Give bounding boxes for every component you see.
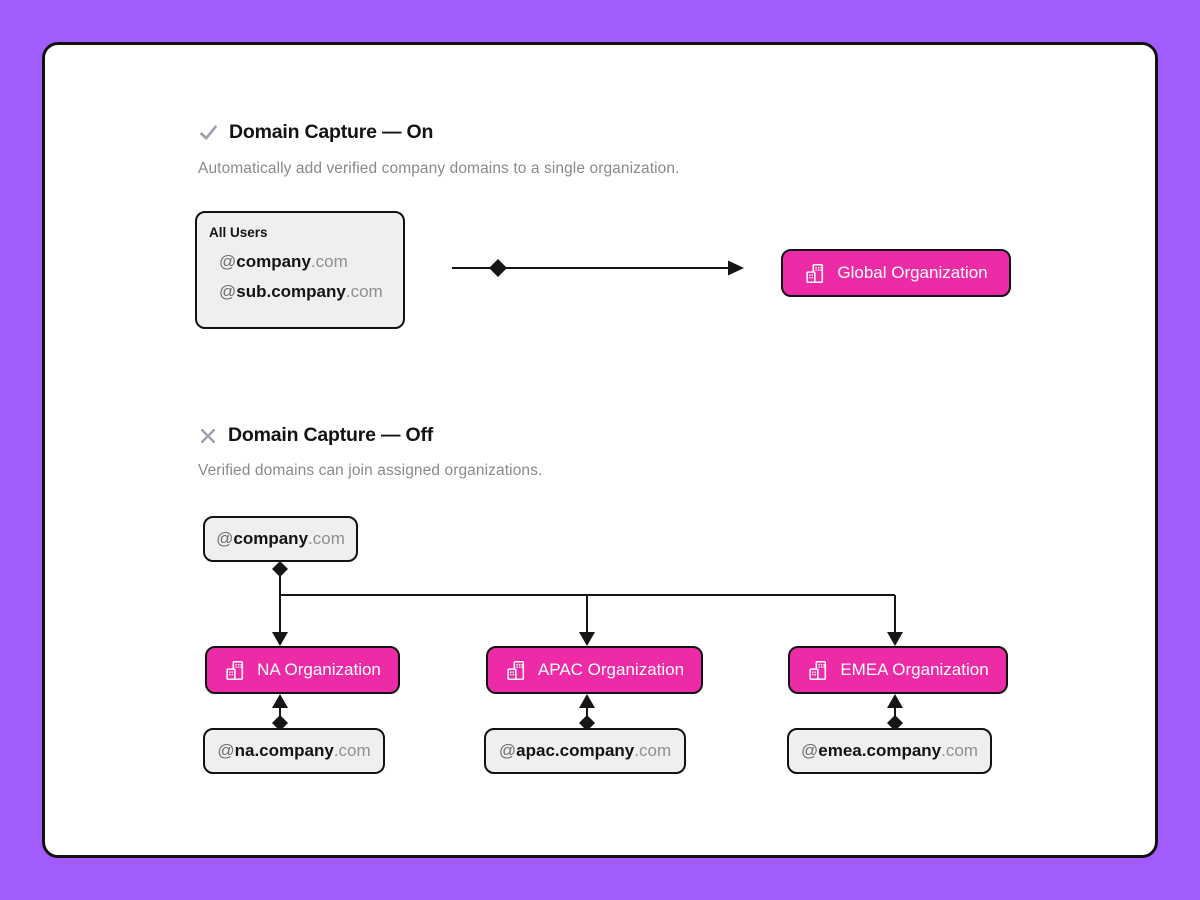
connector-tree	[272, 561, 903, 646]
connector-org-domains	[272, 694, 903, 731]
org-building-icon	[505, 659, 528, 682]
org-building-icon	[224, 659, 247, 682]
org-building-icon	[807, 659, 830, 682]
apac-organization-node: APAC Organization	[486, 646, 703, 694]
na-organization-node: NA Organization	[205, 646, 400, 694]
section-on-subtitle: Automatically add verified company domai…	[198, 160, 680, 177]
section-off-subtitle: Verified domains can join assigned organ…	[198, 462, 543, 479]
section-on-title: Domain Capture — On	[229, 121, 434, 143]
connector-capture-arrow	[452, 259, 744, 277]
section-off-title: Domain Capture — Off	[228, 424, 434, 446]
all-users-box: All Users @company.com @sub.company.com	[195, 211, 405, 329]
na-organization-label: NA Organization	[257, 660, 381, 679]
x-icon	[198, 426, 218, 446]
apac-organization-label: APAC Organization	[537, 660, 685, 679]
root-domain-box: @company.com	[203, 516, 358, 562]
all-users-label: All Users	[209, 225, 268, 240]
org-building-icon	[804, 262, 827, 285]
domain-text-sub-company: @sub.company.com	[219, 282, 383, 301]
check-icon	[198, 122, 219, 143]
section-off-header: Domain Capture — Off	[198, 424, 433, 447]
global-organization-node: Global Organization	[781, 249, 1011, 297]
emea-organization-label: EMEA Organization	[840, 660, 989, 679]
global-organization-label: Global Organization	[837, 263, 988, 282]
emea-organization-node: EMEA Organization	[788, 646, 1008, 694]
na-domain-box: @na.company.com	[203, 728, 385, 774]
apac-domain-box: @apac.company.com	[484, 728, 686, 774]
diagram-card: Domain Capture — On Automatically add ve…	[42, 42, 1158, 858]
section-on-header: Domain Capture — On	[198, 121, 433, 144]
emea-domain-box: @emea.company.com	[787, 728, 992, 774]
domain-text-company: @company.com	[219, 252, 348, 271]
